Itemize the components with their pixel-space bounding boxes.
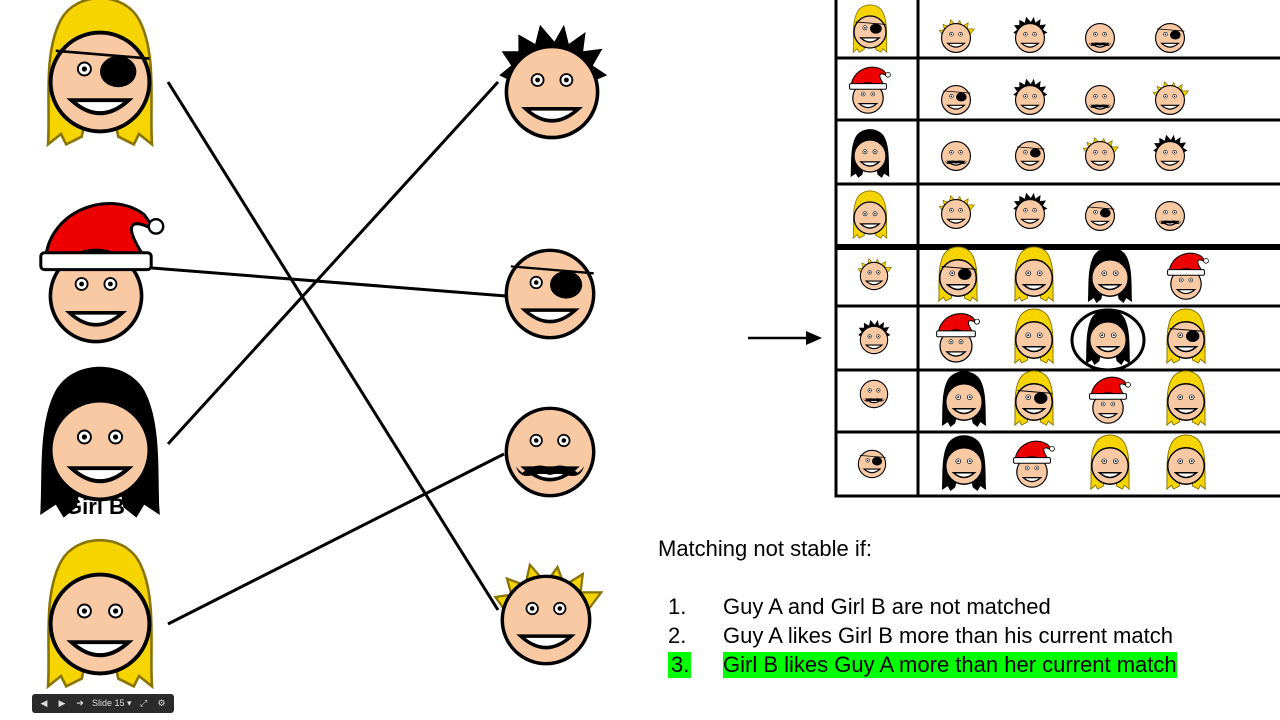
condition-text: Girl B likes Guy A more than her current… [723, 651, 1177, 678]
match-line-4 [167, 452, 505, 626]
girl-b-label: Girl B [65, 494, 125, 519]
slide-selector[interactable]: Slide 15 ▾ [92, 698, 132, 708]
guy-black-spiky [499, 25, 607, 138]
guy-pref-row-1 [858, 247, 1208, 303]
condition-text: Guy A likes Girl B more than his current… [723, 622, 1173, 648]
guy-eyepatch [506, 250, 593, 337]
conditions-list: 1. Guy A and Girl B are not matched 2. G… [668, 592, 1177, 679]
girl-blonde-eyepatch [48, 0, 152, 144]
condition-number: 1. [668, 593, 687, 619]
condition-item-1: 1. Guy A and Girl B are not matched [668, 592, 1177, 621]
slide-toolbar: ◀ ▶ ➜ Slide 15 ▾ ⤢ ⚙ [32, 694, 174, 713]
next-icon[interactable]: ➜ [76, 698, 84, 708]
girl-pref-row-2 [850, 67, 1189, 114]
preference-table [834, 0, 1280, 498]
condition-item-3: 3. Girl B likes Guy A more than her curr… [668, 650, 1177, 679]
slide-label: Slide 15 [92, 698, 125, 708]
condition-item-2: 2. Guy A likes Girl B more than his curr… [668, 621, 1177, 650]
arrow-icon [748, 331, 822, 345]
matching-lines [151, 80, 507, 626]
conditions-title: Matching not stable if: [658, 536, 873, 561]
circled-preference [1070, 308, 1146, 372]
girl-pref-row-3 [851, 129, 1188, 178]
girl-blonde [48, 540, 152, 686]
girl-pref-row-4 [853, 191, 1184, 238]
fullscreen-icon[interactable]: ⤢ [139, 698, 148, 708]
girl-santa [41, 203, 163, 341]
settings-icon[interactable]: ⚙ [157, 698, 166, 708]
guy-mustache [506, 408, 593, 495]
guy-pref-row-4 [858, 435, 1205, 491]
match-line-3 [166, 80, 500, 446]
match-line-2 [151, 266, 507, 298]
guy-pref-row-3 [860, 371, 1205, 427]
guy-pref-row-2 [858, 308, 1205, 372]
play-icon[interactable]: ▶ [58, 698, 66, 708]
prev-icon[interactable]: ◀ [40, 698, 48, 708]
condition-text: Guy A and Girl B are not matched [723, 593, 1051, 619]
condition-number: 3. [668, 651, 691, 678]
girl-pref-row-1 [853, 5, 1184, 53]
condition-number: 2. [668, 622, 687, 648]
match-line-1 [166, 81, 500, 611]
guy-blonde-spiky [495, 565, 601, 664]
